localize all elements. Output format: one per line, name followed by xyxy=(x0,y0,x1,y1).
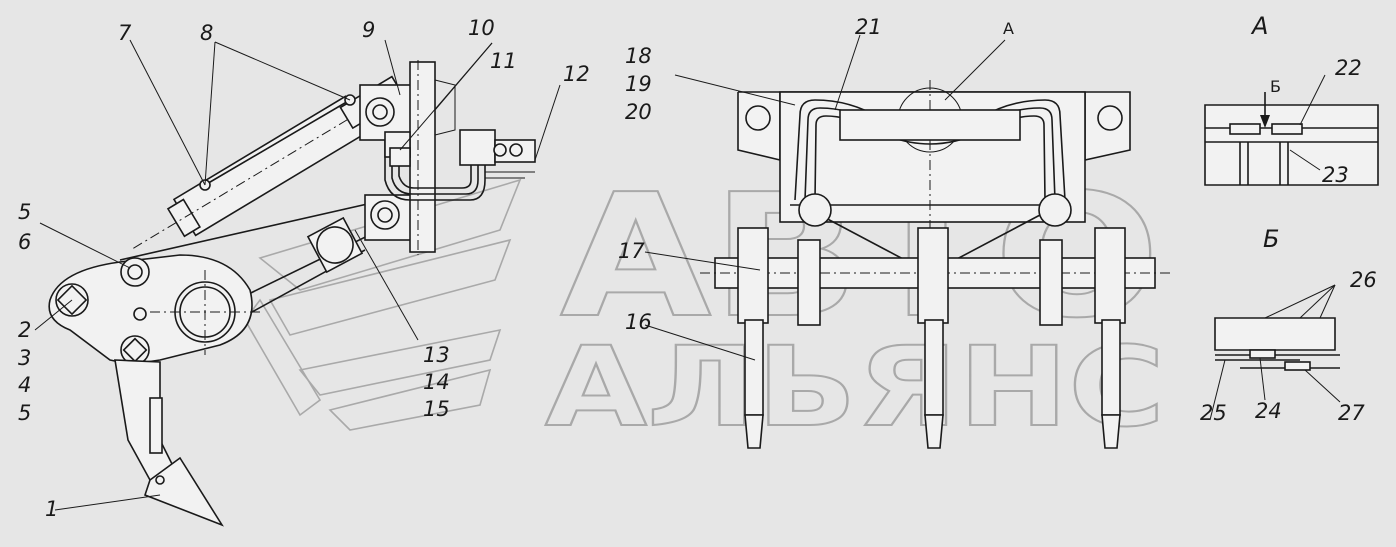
callout-10: 10 xyxy=(468,16,495,40)
callout-17: 17 xyxy=(618,239,645,263)
callout-24: 24 xyxy=(1255,399,1282,423)
detail-view-a: А Б 22 23 xyxy=(1204,12,1379,187)
callout-21: 21 xyxy=(855,15,882,39)
callout-2: 2 xyxy=(18,318,31,342)
side-view-callouts: 1 2 3 4 5 5 6 7 8 9 10 11 12 13 14 15 xyxy=(18,16,590,521)
callout-15: 15 xyxy=(423,397,450,421)
callout-27: 27 xyxy=(1338,401,1365,425)
callout-5-upper: 5 xyxy=(18,200,31,224)
callout-9: 9 xyxy=(362,18,375,42)
hydraulic-cylinder xyxy=(133,75,406,249)
callout-26: 26 xyxy=(1350,268,1377,292)
callout-1: 1 xyxy=(45,497,58,521)
callout-4: 4 xyxy=(18,373,31,397)
callout-16: 16 xyxy=(625,310,652,334)
callout-3: 3 xyxy=(18,346,31,370)
watermark-line2: АЛЬЯНС xyxy=(545,323,1165,451)
front-view-callouts: 18 19 20 21 А 17 16 xyxy=(618,15,1014,361)
callout-22: 22 xyxy=(1335,56,1362,80)
tube xyxy=(306,216,364,274)
view-b-title: Б xyxy=(1263,225,1279,253)
shank-left xyxy=(737,227,769,449)
callout-13: 13 xyxy=(423,343,450,367)
view-a-title: А xyxy=(1250,12,1268,40)
front-view xyxy=(700,80,1170,449)
callout-25: 25 xyxy=(1200,401,1227,425)
callout-8: 8 xyxy=(200,21,213,45)
callout-6: 6 xyxy=(18,230,31,254)
callout-7: 7 xyxy=(118,21,132,45)
callout-23: 23 xyxy=(1322,163,1349,187)
shank-right xyxy=(1094,227,1126,449)
watermark-emblem xyxy=(244,178,522,431)
callout-5-lower: 5 xyxy=(18,401,31,425)
side-view xyxy=(48,60,536,527)
view-b-marker: Б xyxy=(1270,77,1281,96)
detail-view-b: Б 26 25 24 27 xyxy=(1200,225,1377,425)
callout-20: 20 xyxy=(625,100,652,124)
callout-19: 19 xyxy=(625,72,652,96)
callout-18: 18 xyxy=(625,44,652,68)
shank-center xyxy=(917,227,949,449)
callout-11: 11 xyxy=(490,49,517,73)
callout-14: 14 xyxy=(423,370,450,394)
callout-12: 12 xyxy=(563,62,590,86)
view-a-marker: А xyxy=(1003,19,1014,38)
